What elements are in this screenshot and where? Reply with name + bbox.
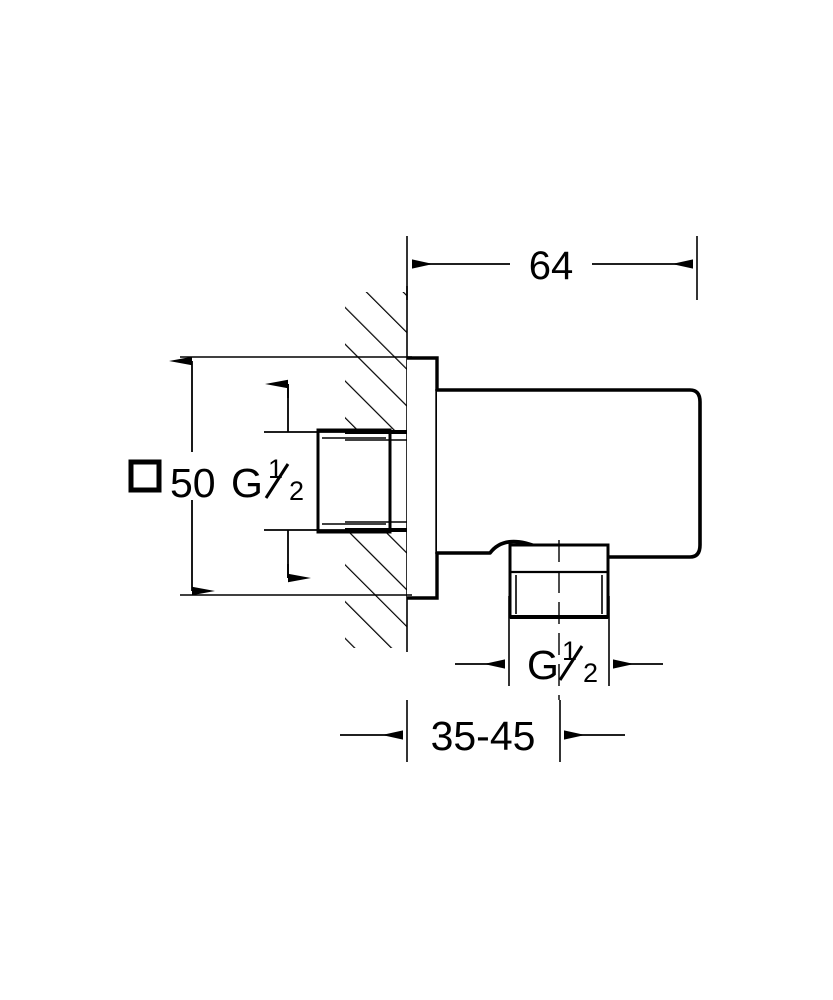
square-symbol-icon bbox=[128, 459, 162, 493]
dimension-flange-50: 50 G 1 2 bbox=[128, 356, 412, 596]
wall-section bbox=[345, 286, 408, 652]
elbow-body bbox=[435, 388, 702, 559]
inlet-thread-bore bbox=[316, 428, 407, 534]
inlet-thread-numerator: 1 bbox=[268, 454, 283, 484]
outlet-thread-letter: G bbox=[527, 642, 559, 688]
fraction-slash bbox=[558, 645, 584, 681]
dimension-outlet-thread: G 1 2 bbox=[455, 596, 663, 688]
wall-flange-plate bbox=[407, 356, 439, 600]
inlet-thread-letter: G bbox=[231, 460, 263, 506]
outlet-thread-numerator: 1 bbox=[562, 636, 577, 666]
dimension-64-label: 64 bbox=[529, 244, 574, 288]
dimension-64: 64 bbox=[406, 236, 698, 300]
dimension-inlet-inner bbox=[264, 379, 390, 583]
dimension-50-label: 50 bbox=[170, 460, 216, 506]
outlet-thread-denominator: 2 bbox=[583, 658, 598, 688]
dimension-wall-35-45: 35-45 bbox=[340, 700, 625, 762]
inlet-thread-denominator: 2 bbox=[289, 476, 304, 506]
dimension-35-45-label: 35-45 bbox=[431, 713, 536, 759]
fraction-slash bbox=[264, 463, 290, 499]
